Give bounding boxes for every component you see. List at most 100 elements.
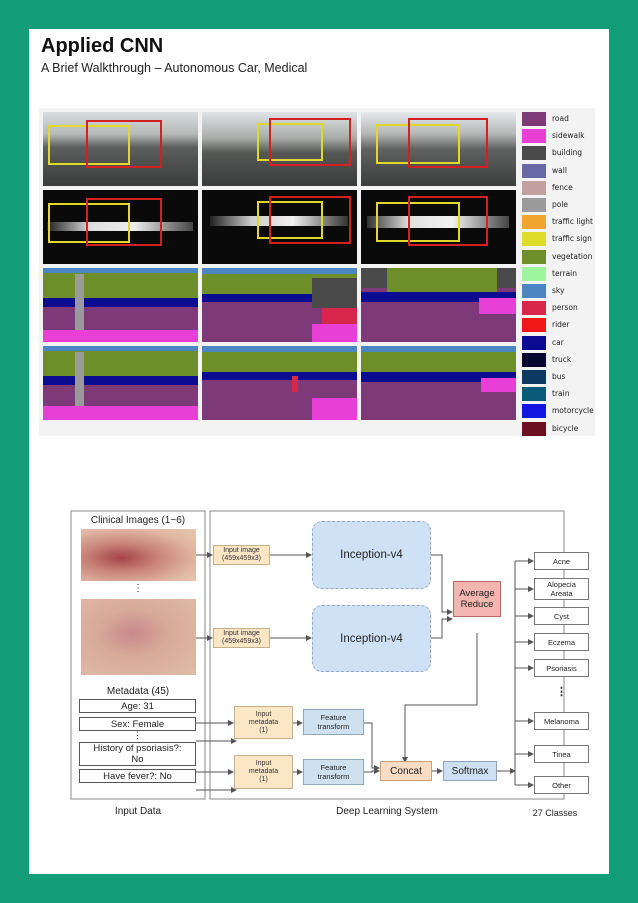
deep-learning-panel bbox=[209, 510, 565, 800]
legend-swatch bbox=[522, 370, 546, 384]
segmentation-map-3 bbox=[361, 268, 516, 342]
attention-band bbox=[210, 216, 348, 226]
segmentation-figure: road sidewalk building wall fence pole traffic… bbox=[39, 108, 595, 436]
seg-pole bbox=[75, 274, 84, 330]
legend-swatch bbox=[522, 335, 546, 350]
class-alopecia-areata-text: Alopecia Areata bbox=[547, 580, 576, 598]
legend-label: road bbox=[552, 114, 569, 123]
legend-swatch bbox=[522, 112, 546, 126]
legend-label: pole bbox=[552, 200, 569, 209]
class-legend: road sidewalk building wall fence pole traffic… bbox=[522, 108, 595, 436]
legend-label: traffic light bbox=[552, 217, 594, 227]
legend-swatch bbox=[522, 352, 546, 367]
legend-swatch bbox=[522, 266, 546, 281]
classes-caption: 27 Classes bbox=[532, 808, 578, 818]
legend-swatch bbox=[522, 163, 546, 178]
seg-sidewalk bbox=[312, 324, 357, 342]
red-detection-box bbox=[86, 120, 162, 168]
legend-swatch bbox=[522, 232, 546, 247]
inception-block-2: Inception-v4 bbox=[312, 605, 431, 672]
feature-transform-box-1: Feature transform bbox=[303, 709, 364, 735]
class-other: Other bbox=[534, 776, 589, 794]
legend-swatch bbox=[522, 198, 546, 212]
seg-car bbox=[202, 372, 357, 380]
red-detection-box bbox=[408, 118, 488, 168]
seg-vegetation bbox=[43, 273, 198, 301]
input-metadata-label-2: Input metadata (1) bbox=[248, 760, 279, 783]
yellow-detection-box bbox=[257, 201, 323, 239]
seg-car bbox=[361, 372, 516, 382]
arrow-average-to-concat bbox=[402, 633, 478, 763]
legend-label: train bbox=[552, 389, 570, 399]
input-image-box-2: Input image (459x459x3) bbox=[213, 628, 270, 648]
medical-diagram: Clinical Images (1~6) ⋮ Metadata (45) Ag… bbox=[69, 505, 589, 825]
seg-car bbox=[43, 298, 198, 307]
yellow-detection-box bbox=[257, 123, 323, 161]
segmentation-map-5 bbox=[202, 346, 357, 420]
seg-vegetation bbox=[361, 352, 516, 374]
legend-label: building bbox=[552, 148, 583, 158]
red-detection-box bbox=[86, 198, 162, 246]
yellow-detection-box bbox=[376, 124, 460, 164]
legend-swatch bbox=[522, 318, 546, 333]
concat-block: Concat bbox=[380, 761, 432, 781]
clinical-image-1 bbox=[81, 529, 196, 581]
input-metadata-label-1: Input metadata (1) bbox=[248, 710, 279, 734]
class-alopecia-areata: Alopecia Areata bbox=[534, 578, 589, 600]
legend-swatch bbox=[522, 421, 546, 436]
legend-label: sky bbox=[552, 286, 565, 295]
seg-sidewalk bbox=[481, 378, 516, 392]
seg-vegetation bbox=[387, 268, 497, 294]
yellow-detection-box bbox=[48, 203, 130, 243]
metadata-field-history-text: History of psoriasis?: No bbox=[93, 743, 182, 765]
arrow-inception1-to-average bbox=[431, 554, 453, 615]
attention-map-3 bbox=[361, 190, 516, 264]
segmentation-map-4 bbox=[43, 346, 198, 420]
arrow-feature1-to-concat bbox=[364, 722, 380, 771]
arrow-inception2-to-average bbox=[431, 616, 453, 639]
seg-sidewalk bbox=[43, 406, 198, 420]
legend-label: rider bbox=[552, 320, 570, 330]
yellow-detection-box bbox=[376, 202, 460, 242]
legend-label: terrain bbox=[552, 268, 578, 278]
legend-label: sidewalk bbox=[552, 131, 585, 141]
legend-swatch bbox=[522, 249, 546, 264]
class-tinea: Tinea bbox=[534, 745, 589, 763]
seg-building bbox=[312, 278, 357, 308]
segmentation-map-2 bbox=[202, 268, 357, 342]
input-image-box-1: Input image (459x459x3) bbox=[213, 545, 270, 565]
legend-label: person bbox=[552, 303, 578, 313]
attention-map-2 bbox=[202, 190, 357, 264]
feature-transform-label-2: Feature transform bbox=[317, 763, 350, 781]
class-acne: Acne bbox=[534, 552, 589, 570]
red-detection-box bbox=[269, 196, 351, 244]
legend-swatch bbox=[522, 129, 546, 144]
legend-label: vegetation bbox=[552, 251, 593, 261]
legend-label: bus bbox=[552, 372, 566, 381]
clinical-images-title: Clinical Images (1~6) bbox=[90, 515, 186, 526]
attention-map-1 bbox=[43, 190, 198, 264]
legend-swatch bbox=[522, 284, 546, 298]
input-metadata-box-2: Input metadata (1) bbox=[234, 755, 293, 789]
slide-page: Applied CNN A Brief Walkthrough – Autono… bbox=[29, 29, 609, 874]
page-title: Applied CNN bbox=[41, 35, 164, 57]
class-eczema: Eczema bbox=[534, 633, 589, 651]
seg-car bbox=[202, 294, 357, 302]
metadata-field-sex: Sex: Female bbox=[79, 717, 196, 731]
legend-swatch bbox=[522, 387, 546, 402]
legend-label: fence bbox=[552, 182, 573, 192]
metadata-field-history: History of psoriasis?: No bbox=[79, 742, 196, 766]
class-melanoma: Melanoma bbox=[534, 712, 589, 730]
legend-label: car bbox=[552, 337, 564, 347]
street-photo-2 bbox=[202, 112, 357, 186]
softmax-block: Softmax bbox=[443, 761, 497, 781]
seg-vegetation bbox=[202, 352, 357, 374]
yellow-detection-box bbox=[48, 125, 130, 165]
legend-swatch bbox=[522, 215, 546, 230]
metadata-field-age: Age: 31 bbox=[79, 699, 196, 713]
red-detection-box bbox=[408, 196, 488, 246]
seg-sidewalk bbox=[43, 330, 198, 342]
metadata-field-fever: Have fever?: No bbox=[79, 769, 196, 783]
inception-block-1: Inception-v4 bbox=[312, 521, 431, 589]
legend-label: wall bbox=[552, 165, 567, 175]
